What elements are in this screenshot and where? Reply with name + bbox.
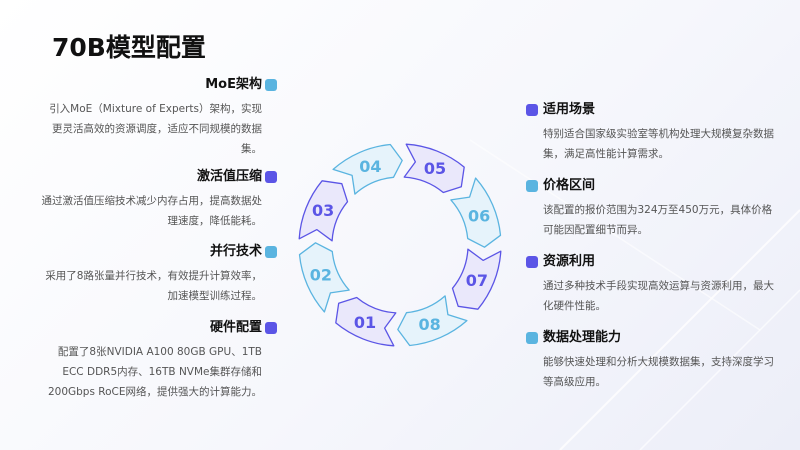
item-title: 价格区间 <box>543 178 596 193</box>
item-title: 激活值压缩 <box>196 169 262 184</box>
right-item-price: 价格区间 该配置的报价范围为324万至450万元，具体价格可能因配置细节而异。 <box>526 177 776 240</box>
left-item-hardware: 硬件配置 配置了8张NVIDIA A100 80GB GPU、1TB ECC D… <box>40 319 277 402</box>
right-item-scenario: 适用场景 特别适合国家级实验室等机构处理大规模复杂数据集，满足高性能计算需求。 <box>526 101 776 164</box>
item-title: 硬件配置 <box>209 320 262 335</box>
item-text: 通过激活值压缩技术减少内存占用，提高数据处理速度，降低能耗。 <box>41 195 263 227</box>
square-bullet-icon <box>526 332 538 344</box>
ring-segment-label: 04 <box>359 157 381 176</box>
square-bullet-icon <box>265 79 277 91</box>
ring-segment-label: 02 <box>310 266 332 285</box>
item-text: 采用了8路张量并行技术，有效提升计算效率，加速模型训练过程。 <box>45 270 262 302</box>
page-title: 70B模型配置 <box>52 33 206 62</box>
square-bullet-icon <box>526 256 538 268</box>
item-title: MoE架构 <box>205 77 262 92</box>
ring-segment-label: 05 <box>424 159 446 178</box>
ring-segment-01 <box>335 296 397 347</box>
ring-segment-label: 07 <box>466 271 488 290</box>
square-bullet-icon <box>265 322 277 334</box>
square-bullet-icon <box>265 171 277 183</box>
ring-segment-05 <box>403 143 465 194</box>
ring-segment-03 <box>298 180 349 242</box>
square-bullet-icon <box>265 246 277 258</box>
square-bullet-icon <box>526 104 538 116</box>
left-item-moe: MoE架构 引入MoE（Mixture of Experts）架构，实现更灵活高… <box>40 76 277 159</box>
ring-segment-07 <box>451 248 502 310</box>
ring-segment-label: 01 <box>354 313 376 332</box>
item-text: 配置了8张NVIDIA A100 80GB GPU、1TB ECC DDR5内存… <box>47 346 262 398</box>
item-text: 该配置的报价范围为324万至450万元，具体价格可能因配置细节而异。 <box>543 204 773 236</box>
item-text: 能够快速处理和分析大规模数据集，支持深度学习等高级应用。 <box>543 356 774 388</box>
item-title: 并行技术 <box>209 244 262 259</box>
left-item-parallel: 并行技术 采用了8路张量并行技术，有效提升计算效率，加速模型训练过程。 <box>40 243 277 306</box>
ring-segment-04 <box>332 143 403 195</box>
ring-segment-label: 08 <box>418 315 440 334</box>
square-bullet-icon <box>526 180 538 192</box>
item-title: 数据处理能力 <box>543 330 622 345</box>
ring-segment-08 <box>397 295 468 347</box>
item-text: 特别适合国家级实验室等机构处理大规模复杂数据集，满足高性能计算需求。 <box>543 128 774 160</box>
ring-segment-label: 06 <box>468 206 490 225</box>
item-text: 通过多种技术手段实现高效运算与资源利用，最大化硬件性能。 <box>543 280 774 312</box>
left-item-activation: 激活值压缩 通过激活值压缩技术减少内存占用，提高数据处理速度，降低能耗。 <box>40 168 277 231</box>
ring-segment-02 <box>298 242 350 313</box>
right-item-resource: 资源利用 通过多种技术手段实现高效运算与资源利用，最大化硬件性能。 <box>526 253 776 316</box>
item-title: 适用场景 <box>543 102 596 117</box>
item-text: 引入MoE（Mixture of Experts）架构，实现更灵活高效的资源调度… <box>49 103 262 155</box>
item-title: 资源利用 <box>543 254 596 269</box>
ring-segment-06 <box>450 177 502 248</box>
right-item-data-processing: 数据处理能力 能够快速处理和分析大规模数据集，支持深度学习等高级应用。 <box>526 329 776 392</box>
ring-segment-label: 03 <box>312 201 334 220</box>
